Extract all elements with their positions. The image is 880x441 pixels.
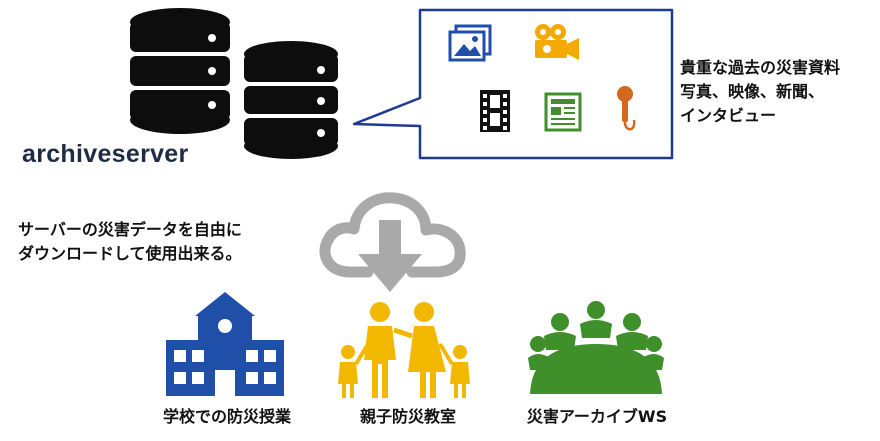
photo-icon [448,24,492,62]
usage-line: ダウンロードして使用出来る。 [18,244,242,263]
cloud-download-icon [319,192,466,292]
media-line: 写真、映像、新聞、 [680,82,825,101]
media-description: 貴重な過去の災害資料 写真、映像、新聞、 インタビュー [680,56,840,128]
media-line: インタビュー [680,106,777,125]
caption-school-lesson: 学校での防災授業 [162,407,292,426]
database-server-icon [244,41,338,159]
video-camera-icon [535,24,579,60]
newspaper-icon [544,92,582,132]
database-server-icon [130,8,230,134]
caption-archive-workshop: 災害アーカイブWS [526,407,668,426]
caption-family-class: 親子防災教室 [359,407,457,426]
usage-description: サーバーの災害データを自由に ダウンロードして使用出来る。 [18,218,242,266]
workshop-group-icon [528,301,664,394]
speech-bubble [352,8,674,160]
server-label: archiveserver [22,140,189,168]
film-strip-icon [480,90,510,132]
school-building-icon [166,292,284,396]
usage-line: サーバーの災害データを自由に [18,220,242,239]
family-icon [338,302,470,398]
media-line: 貴重な過去の災害資料 [680,58,841,77]
microphone-icon [617,86,636,131]
